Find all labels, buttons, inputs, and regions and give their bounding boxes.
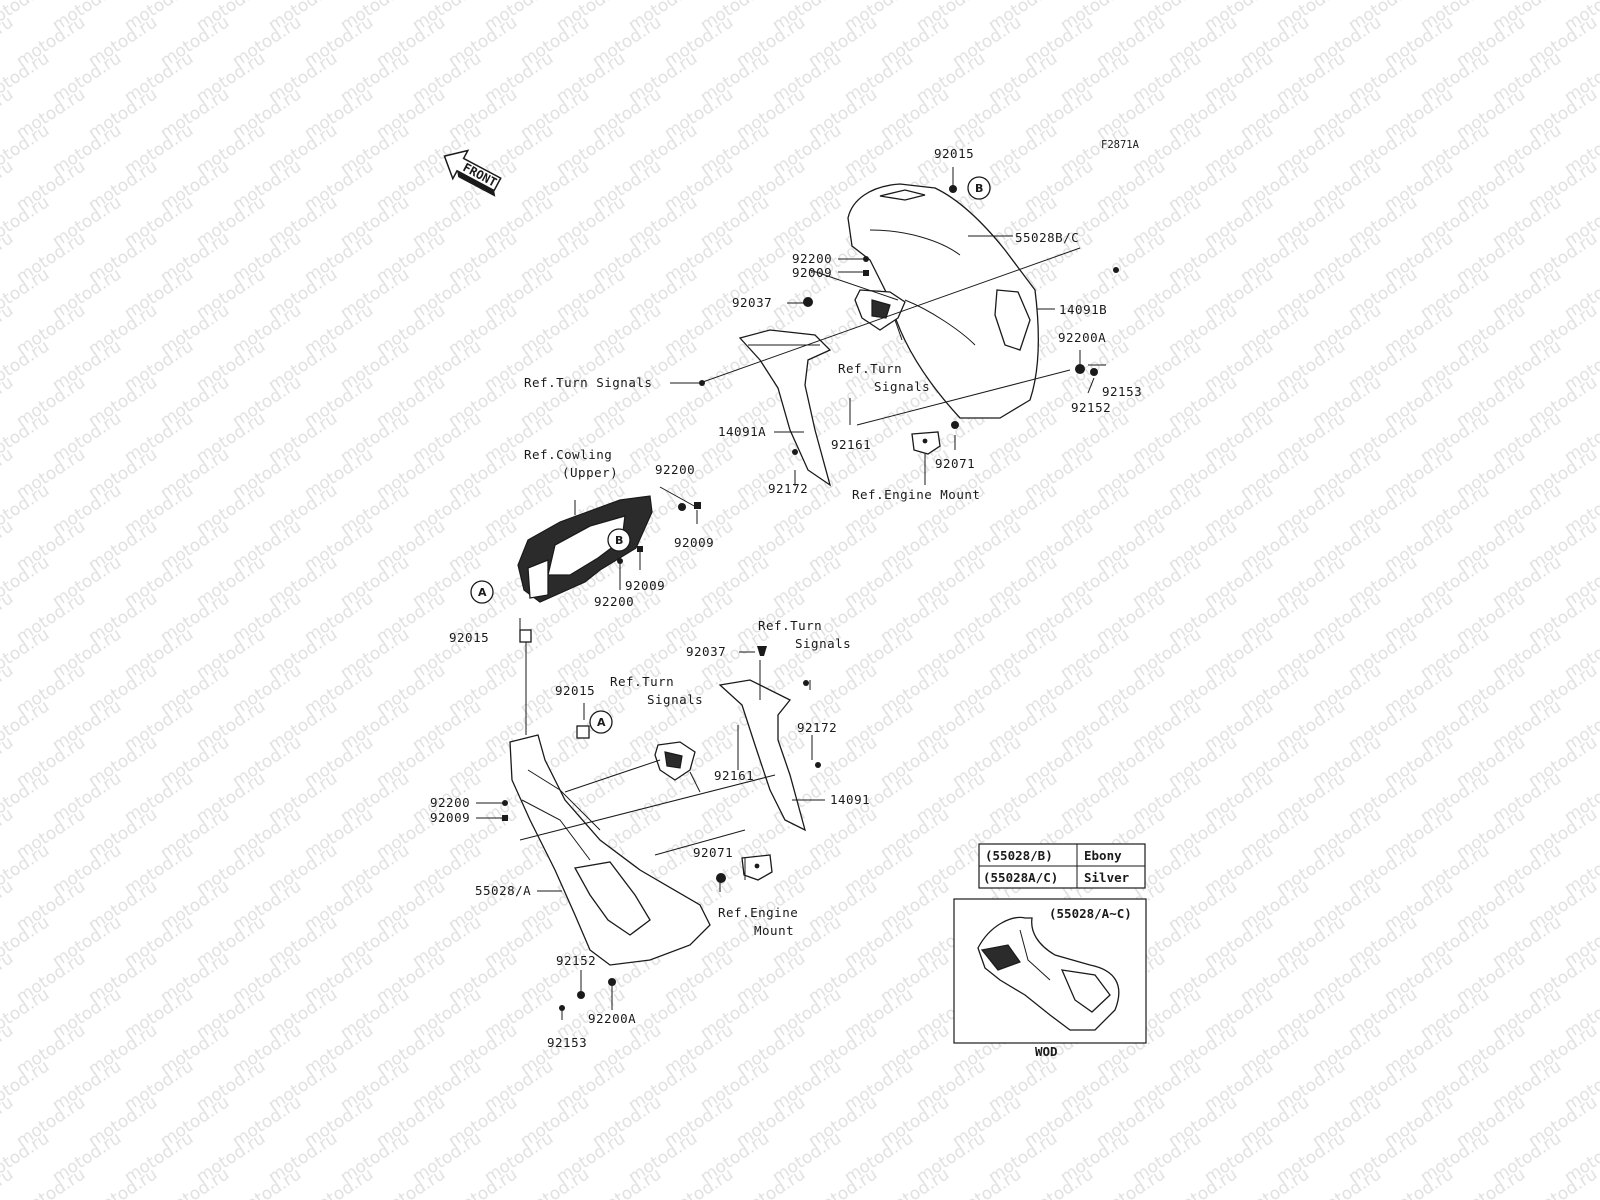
fairing-left-lower-part bbox=[509, 734, 711, 966]
inner-panel-14091 bbox=[718, 679, 807, 832]
cowl-leader-lines bbox=[519, 486, 701, 735]
label-upper-92172: 92172 bbox=[768, 481, 808, 496]
label-lower-92037: 92037 bbox=[686, 644, 726, 659]
label-lower-92200: 92200 bbox=[430, 795, 470, 810]
label-upper-92071: 92071 bbox=[935, 456, 975, 471]
label-upper-92009: 92009 bbox=[792, 265, 832, 280]
label-cowl-ref-1: Ref.Cowling bbox=[524, 447, 612, 462]
color-table-part-2: (55028A/C) bbox=[983, 870, 1058, 885]
variant-box-caption: WOD bbox=[1035, 1044, 1058, 1059]
label-upper-14091a: 14091A bbox=[718, 424, 766, 439]
label-lower-55028a: 55028/A bbox=[475, 883, 531, 898]
variant-box: (55028/A~C) WOD bbox=[953, 898, 1147, 1059]
label-lower-ref-turn-mid-1: Ref.Turn bbox=[610, 674, 674, 689]
label-upper-92200: 92200 bbox=[792, 251, 832, 266]
label-lower-92161: 92161 bbox=[714, 768, 754, 783]
label-cowl-ref-2: (Upper) bbox=[562, 465, 618, 480]
label-lower-ref-engine-2: Mount bbox=[754, 923, 794, 938]
label-cowl-92015: 92015 bbox=[449, 630, 489, 645]
label-upper-92037: 92037 bbox=[732, 295, 772, 310]
turn-signal-mount-lower bbox=[654, 741, 701, 793]
svg-text:B: B bbox=[615, 534, 623, 547]
label-lower-ref-turn-top-1: Ref.Turn bbox=[758, 618, 822, 633]
label-upper-ref-turn-center-1: Ref.Turn bbox=[838, 361, 902, 376]
label-upper-92153: 92153 bbox=[1102, 384, 1142, 399]
label-upper-92152: 92152 bbox=[1071, 400, 1111, 415]
label-cowl-92200-mid: 92200 bbox=[594, 594, 634, 609]
bracket-upper-engine-mount bbox=[911, 431, 941, 455]
ref-marker-b-cowl: B bbox=[607, 528, 631, 552]
color-table-color-1: Ebony bbox=[1084, 848, 1122, 863]
lower-leader-lines bbox=[476, 646, 825, 1020]
upper-leader-lines bbox=[670, 167, 1119, 486]
svg-text:A: A bbox=[478, 586, 487, 599]
label-cowl-92200-top: 92200 bbox=[655, 462, 695, 477]
svg-text:B: B bbox=[975, 182, 983, 195]
label-upper-92200a: 92200A bbox=[1058, 330, 1106, 345]
color-table-part-1: (55028/B) bbox=[985, 848, 1053, 863]
turn-signal-mount-upper bbox=[854, 289, 906, 341]
label-upper-14091b: 14091B bbox=[1059, 302, 1107, 317]
label-lower-92009: 92009 bbox=[430, 810, 470, 825]
label-lower-92200a: 92200A bbox=[588, 1011, 636, 1026]
label-lower-14091: 14091 bbox=[830, 792, 870, 807]
label-upper-55028bc: 55028B/C bbox=[1015, 230, 1079, 245]
label-lower-92153: 92153 bbox=[547, 1035, 587, 1050]
ref-marker-a-lower: A bbox=[589, 710, 613, 734]
ref-marker-a-cowl: A bbox=[470, 580, 494, 604]
upper-cowling-reference-part bbox=[517, 495, 653, 603]
color-code-table: (55028/B) Ebony (55028A/C) Silver bbox=[978, 843, 1146, 889]
label-lower-ref-engine-1: Ref.Engine bbox=[718, 905, 798, 920]
label-cowl-92009-right: 92009 bbox=[674, 535, 714, 550]
label-upper-92015: 92015 bbox=[934, 146, 974, 161]
label-upper-ref-turn-left: Ref.Turn Signals bbox=[524, 375, 652, 390]
label-upper-ref-engine-mount: Ref.Engine Mount bbox=[852, 487, 980, 502]
label-upper-ref-turn-center-2: Signals bbox=[874, 379, 930, 394]
label-lower-92152: 92152 bbox=[556, 953, 596, 968]
variant-box-title: (55028/A~C) bbox=[1049, 906, 1132, 921]
label-lower-ref-turn-mid-2: Signals bbox=[647, 692, 703, 707]
label-lower-ref-turn-top-2: Signals bbox=[795, 636, 851, 651]
color-table-color-2: Silver bbox=[1084, 870, 1130, 885]
variant-fairing-illustration bbox=[977, 916, 1120, 1031]
label-upper-92161: 92161 bbox=[831, 437, 871, 452]
part-number-labels: 92015 55028B/C 92200 92009 92037 14091B … bbox=[430, 146, 1142, 1050]
bracket-lower-engine-mount bbox=[741, 854, 773, 881]
ref-marker-b-top: B bbox=[967, 176, 991, 200]
fairing-right-upper-part bbox=[847, 183, 1039, 419]
front-direction-arrow: FRONT bbox=[443, 149, 502, 197]
svg-text:A: A bbox=[597, 716, 606, 729]
label-lower-92071: 92071 bbox=[693, 845, 733, 860]
figure-code: F2871A bbox=[1101, 139, 1140, 151]
label-lower-92015: 92015 bbox=[555, 683, 595, 698]
label-cowl-92009-mid: 92009 bbox=[625, 578, 665, 593]
label-lower-92172: 92172 bbox=[797, 720, 837, 735]
